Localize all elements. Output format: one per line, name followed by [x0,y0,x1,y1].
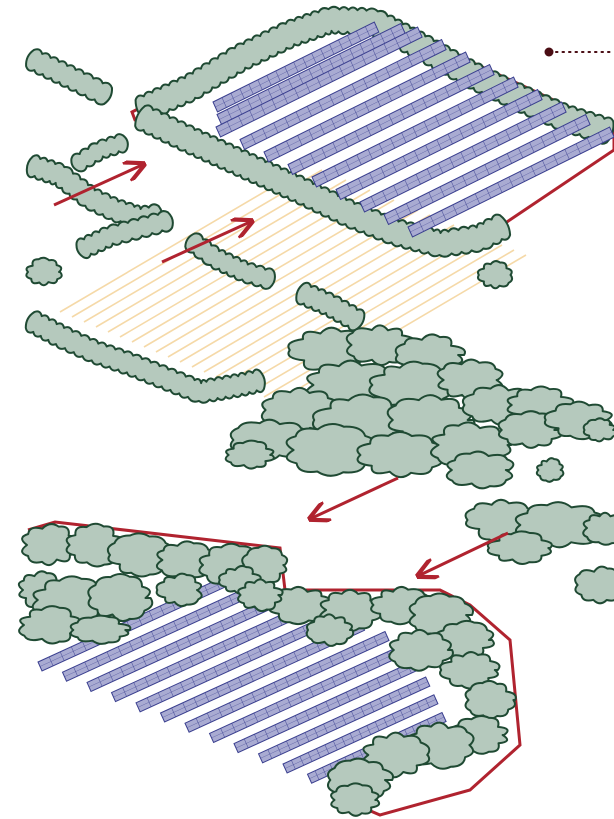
tree-canopy-icon [575,567,614,604]
hedge-canopy [71,134,128,171]
hedge-canopy [26,49,112,104]
dot-leader-callout [545,48,614,57]
tree-canopy-icon [466,681,516,719]
upper-solar-array [132,7,614,257]
tree-canopy-icon [447,452,514,489]
tree-canopy-icon [26,258,61,285]
tree-canopy-icon [537,458,564,482]
tree-canopy-icon [157,574,202,607]
callout-dot-icon [545,48,554,57]
tree-canopy-icon [88,574,152,621]
tree-canopy-icon [478,261,512,288]
arrow-icon [312,478,398,518]
lower-solar-array [19,522,520,816]
tree-canopy-icon [331,783,379,815]
